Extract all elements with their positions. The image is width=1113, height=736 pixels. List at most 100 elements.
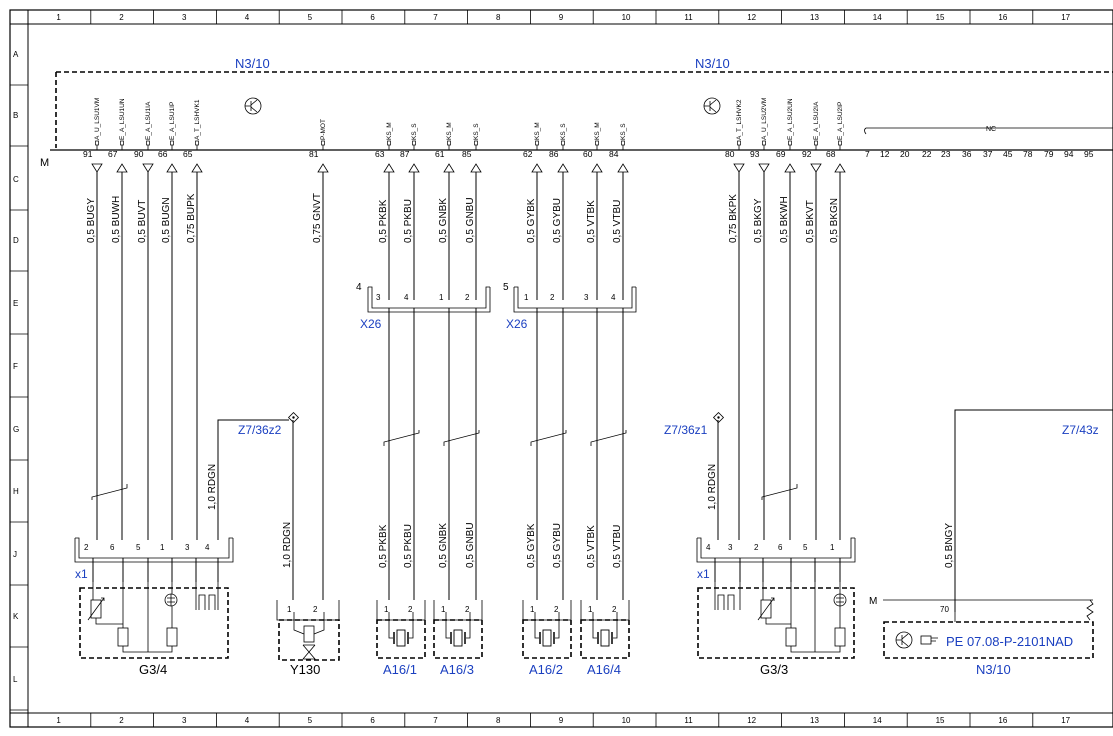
wire-label: 0,5 VTBK (586, 525, 597, 568)
column-label: 2 (119, 13, 124, 22)
connector-label: x1 (697, 567, 710, 581)
component-label: A16/4 (587, 662, 621, 677)
component-label: A16/1 (383, 662, 417, 677)
ecu-pin: KS_M61 (435, 122, 455, 173)
wire-label: 0,5 GNBU (465, 522, 476, 568)
x26-4-pin: 2 (465, 293, 470, 302)
svg-text:2: 2 (465, 605, 470, 614)
ecu-pin: E_A_LSU2IP 68 (826, 102, 846, 173)
pin-number: 90 (134, 149, 144, 159)
ecu-label-left: N3/10 (235, 56, 270, 71)
pin-signal: E_A_LSU2UN (787, 98, 794, 140)
x26-5-pin: 2 (550, 293, 555, 302)
pin-number: 63 (375, 149, 385, 159)
pin-signal: KS_M (594, 122, 601, 140)
pin-number: 61 (435, 149, 445, 159)
pin-signal: KS_S (473, 123, 480, 140)
nc-pin-number: 23 (941, 149, 951, 159)
ecu-label-right: N3/10 (695, 56, 730, 71)
wire-label: 0,5 BUGN (161, 197, 172, 243)
wire-label: 0,5 BKVT (805, 200, 816, 243)
component-label: G3/3 (760, 662, 788, 677)
ecu-pin: KS_S86 (549, 123, 569, 173)
column-label: 9 (559, 716, 564, 725)
pin-number: 85 (462, 149, 472, 159)
pin-num: 1 (287, 605, 292, 614)
wire-label: 0,5 BKWH (779, 196, 790, 243)
wire-label: 0,5 BNGY (944, 523, 955, 568)
svg-text:2: 2 (554, 605, 559, 614)
row-label: K (13, 612, 19, 621)
frame: 1122334455667788991010111112121313141415… (9, 9, 1113, 728)
connector-pin: 3 (185, 543, 190, 552)
pin-number: 93 (750, 149, 760, 159)
column-label: 3 (182, 716, 187, 725)
component-label: N3/10 (976, 662, 1011, 677)
column-label: 17 (1061, 13, 1070, 22)
wire-label: 0,5 PKBK (378, 524, 389, 568)
pin-signal: E_A_LSU1IA (145, 101, 152, 140)
nc-pin-number: 45 (1003, 149, 1013, 159)
n3-10-reference: M 70 PE 07.08-P-2101NAD N3/10 (869, 596, 1094, 677)
x26-4-pin: 4 (404, 293, 409, 302)
connector-pin: 6 (110, 543, 115, 552)
pin-number: 65 (183, 149, 193, 159)
valve-y130: 1 2 Y130 (276, 600, 340, 677)
column-label: 10 (622, 716, 631, 725)
x26-4-label: X26 (360, 317, 382, 331)
x26-4-pin: 1 (439, 293, 444, 302)
svg-text:1: 1 (384, 605, 389, 614)
column-label: 6 (370, 13, 375, 22)
component-label: A16/3 (440, 662, 474, 677)
transistor-icon (244, 97, 262, 115)
wire-label: 0,5 VTBU (612, 200, 623, 243)
wire-label: 0,5 BUVT (137, 200, 148, 243)
connector-x26-4: 4 X26 3 4 1 2 (356, 282, 491, 331)
ecu-pin: E_A_LSU1IA 90 (134, 101, 154, 173)
pin-signal: KS_M (386, 122, 393, 140)
pointing-hand-icon (920, 635, 938, 645)
connector-pin: 2 (84, 543, 89, 552)
ref-pin: 70 (940, 605, 949, 614)
column-label: 12 (747, 13, 756, 22)
splice-z7-43z: Z7/43z (954, 409, 1113, 612)
column-label: 15 (936, 13, 945, 22)
splice-label: Z7/36z1 (664, 423, 708, 437)
column-label: 8 (496, 716, 501, 725)
wire-label: 0,5 GYBK (526, 523, 537, 568)
wire-label: 0,5 PKBK (378, 199, 389, 243)
wire-label: 0,5 GYBU (552, 198, 563, 243)
connector-pin: 5 (136, 543, 141, 552)
svg-text:1: 1 (588, 605, 593, 614)
column-label: 9 (559, 13, 564, 22)
pin-signal: KS_M (534, 122, 541, 140)
pin-signal: E_A_LSU2IA (813, 101, 820, 140)
wire-label: 0,5 BKGN (829, 198, 840, 243)
pin-num: 2 (313, 605, 318, 614)
wire-label: 0,5 GNBU (465, 197, 476, 243)
column-label: 5 (308, 13, 313, 22)
ecu-pin: KS_S87 (400, 123, 420, 173)
svg-text:2: 2 (612, 605, 617, 614)
connector-x26-5: 5 X26 1 2 3 4 (503, 282, 637, 331)
pin-signal: KS_S (560, 123, 567, 140)
pin-signal: E_A_LSU1IP (169, 102, 176, 140)
column-label: 2 (119, 716, 124, 725)
column-label: 1 (56, 13, 61, 22)
component-label: G3/4 (139, 662, 167, 677)
nc-pin-number: 36 (962, 149, 972, 159)
connector-pin: 1 (160, 543, 165, 552)
column-label: 16 (998, 13, 1007, 22)
pin-signal: E_A_LSU2IP (837, 102, 844, 140)
row-label: A (13, 50, 19, 59)
column-label: 5 (308, 716, 313, 725)
pin-number: 68 (826, 149, 836, 159)
connector-label: x1 (75, 567, 88, 581)
wire-label: 0,5 VTBK (586, 200, 597, 243)
column-label: 4 (245, 13, 250, 22)
